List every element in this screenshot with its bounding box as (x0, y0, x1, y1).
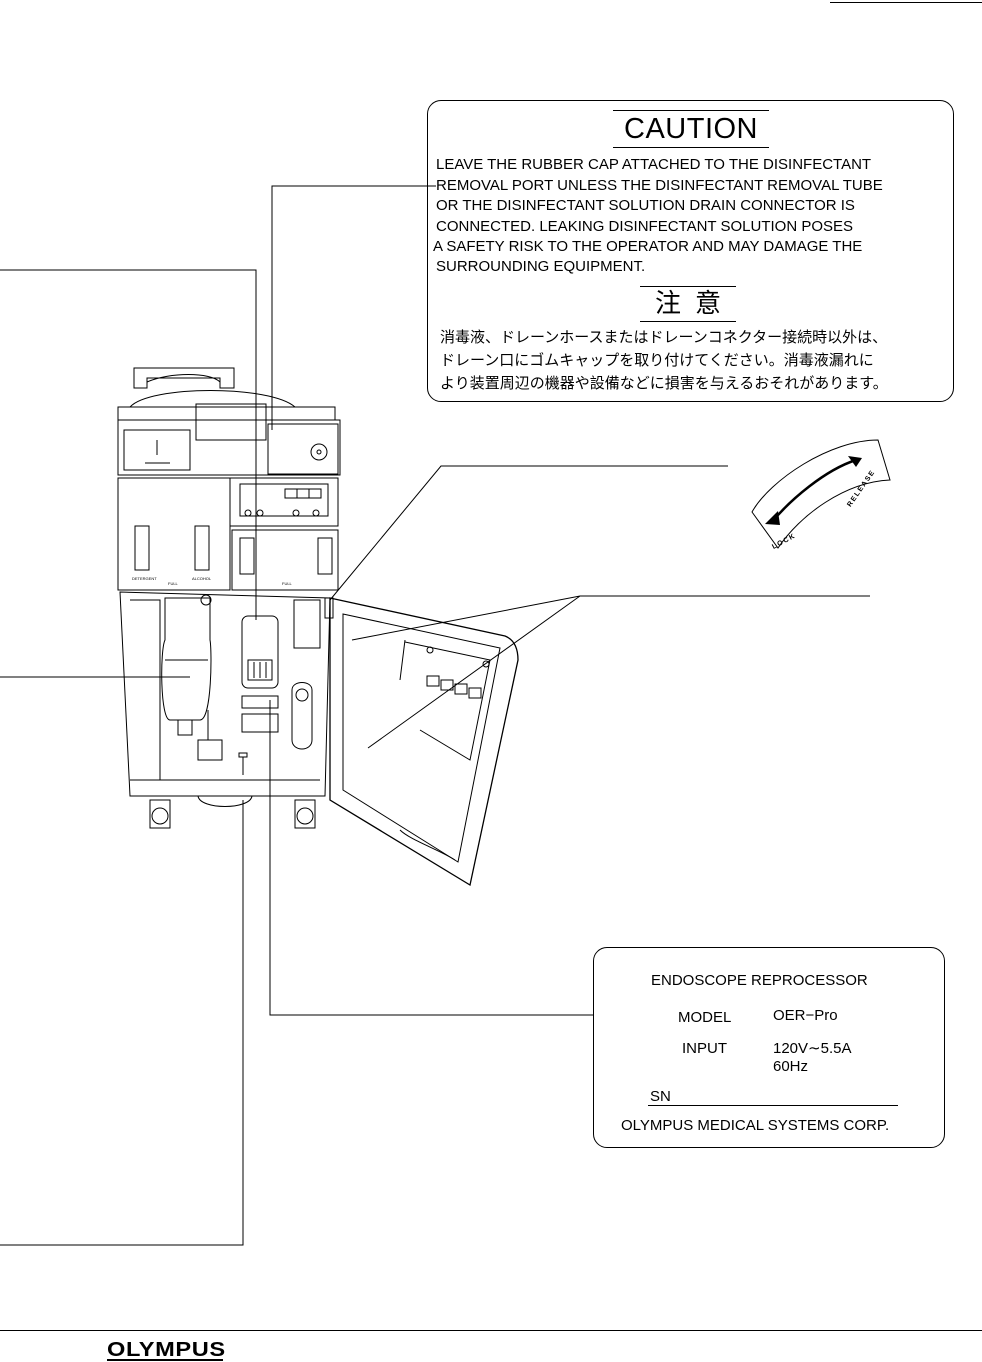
jp-caution-title: 注意 (654, 288, 735, 318)
leader-bottom (0, 800, 244, 1246)
caution-label (427, 100, 954, 402)
alcohol-label: ALCOHOL (192, 576, 212, 581)
rating-plate-product: ENDOSCOPE REPROCESSOR (651, 972, 868, 989)
lower-cabinet (119, 591, 331, 797)
detergent-bottle (161, 597, 212, 721)
jp-caution-line-1: 消毒液、ドレーンホースまたはドレーンコネクター接続時以外は、 (440, 328, 888, 346)
upper-body (117, 419, 341, 476)
leader-plate (269, 700, 593, 1016)
jp-title-rule-top (640, 286, 736, 287)
jp-caution-line-3: より装置周辺の機器や設備などに損害を与えるおそれがあります。 (440, 374, 888, 392)
caution-line-4: CONNECTED. LEAKING DISINFECTANT SOLUTION… (436, 218, 854, 235)
top-handle (133, 367, 235, 389)
leader-caution (271, 185, 436, 430)
caution-line-3: OR THE DISINFECTANT SOLUTION DRAIN CONNE… (436, 197, 855, 214)
olympus-logo: OLYMPUS (107, 1339, 226, 1361)
rating-plate-input-value-2: 60Hz (773, 1058, 809, 1075)
rating-plate-manufacturer: OLYMPUS MEDICAL SYSTEMS CORP. (621, 1117, 890, 1134)
lid (117, 406, 336, 421)
control-panel (229, 477, 339, 527)
caution-title-rule-top (613, 110, 769, 111)
rating-plate-input-label: INPUT (682, 1040, 727, 1057)
rating-plate-sn-line (648, 1105, 898, 1106)
olympus-logo-underline (107, 1359, 223, 1361)
leader-left-top (0, 269, 257, 620)
full-label-left: FULL (168, 581, 179, 586)
tank-panel (117, 477, 231, 591)
jp-title-rule-bottom (640, 321, 736, 322)
rating-plate (593, 947, 945, 1148)
caster-right (294, 799, 316, 829)
header-rule (830, 2, 982, 3)
leader-lock (329, 465, 728, 601)
lock-release-dial: LOCK RELEASE (751, 439, 891, 551)
detergent-label: DETERGENT (132, 576, 157, 581)
caution-line-5: A SAFETY RISK TO THE OPERATOR AND MAY DA… (433, 238, 863, 255)
caution-title: CAUTION (624, 113, 758, 145)
leader-door (351, 595, 870, 749)
rating-plate-model-value: OER−Pro (773, 1007, 838, 1024)
caster-left (149, 799, 171, 829)
caution-line-1: LEAVE THE RUBBER CAP ATTACHED TO THE DIS… (436, 156, 872, 173)
rating-plate-input-value-1: 120V∼5.5A (773, 1040, 852, 1057)
rating-plate-sn-label: SN (650, 1088, 671, 1105)
full-label-right: FULL (282, 581, 293, 586)
drain-port-cover (241, 615, 279, 689)
jp-caution-line-2: ドレーン口にゴムキャップを取り付けてください。消毒液漏れに (440, 351, 874, 369)
rating-plate-model-label: MODEL (678, 1009, 732, 1026)
hose-connector (291, 682, 313, 750)
caution-line-6: SURROUNDING EQUIPMENT. (436, 258, 646, 275)
open-door (329, 597, 519, 887)
footer-rule (0, 1330, 982, 1331)
filter-cartridge (197, 739, 223, 761)
caution-line-2: REMOVAL PORT UNLESS THE DISINFECTANT REM… (436, 177, 883, 194)
caution-title-rule-bottom (613, 147, 769, 148)
